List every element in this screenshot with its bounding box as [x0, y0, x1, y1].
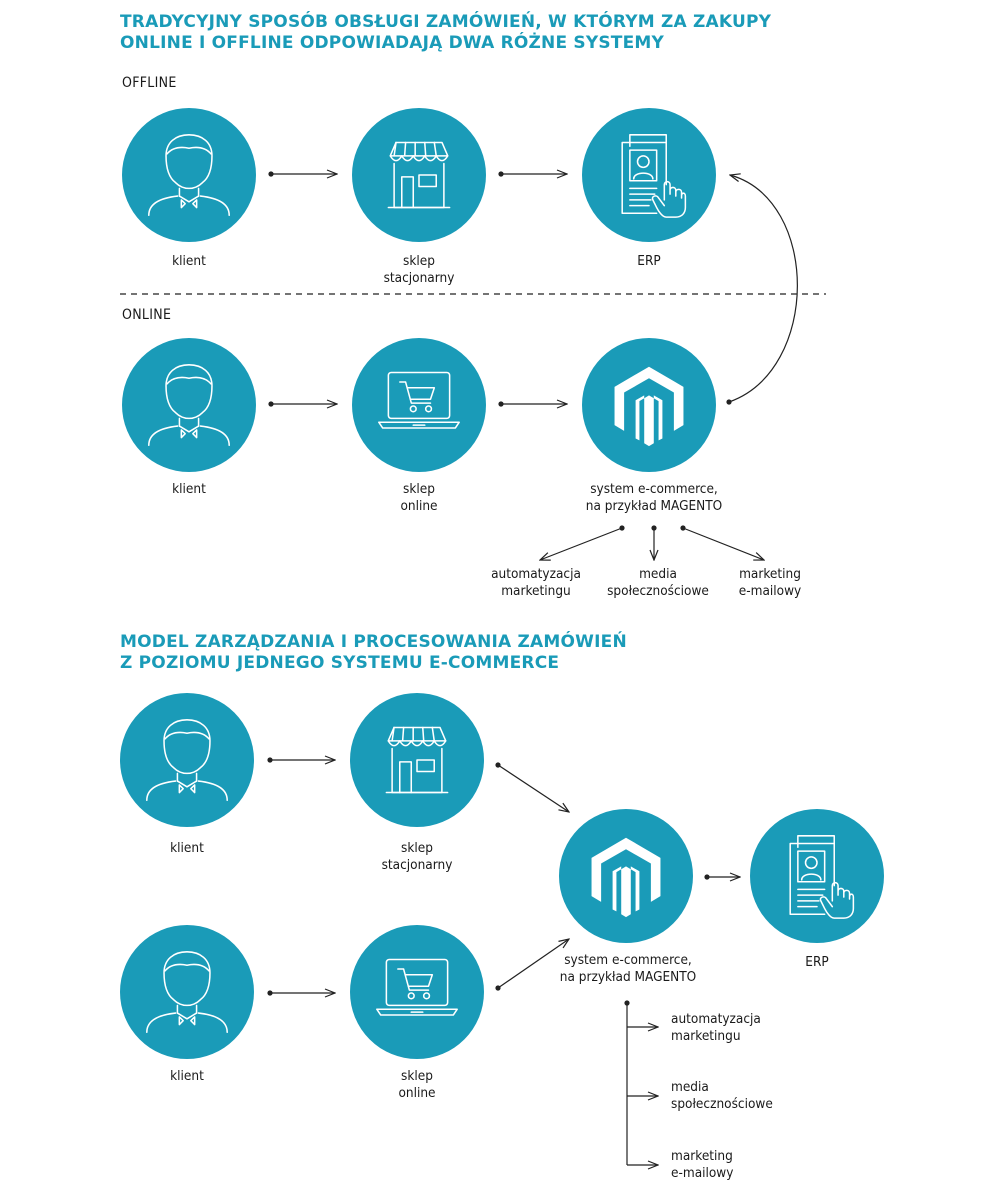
node-sklep-online — [352, 338, 486, 472]
node-sklep-stacjonarny-2 — [350, 693, 484, 827]
store-icon — [352, 108, 486, 242]
laptop-cart-icon — [352, 338, 486, 472]
arrow-magento-erp-curve — [729, 175, 798, 403]
node-sklep-stacjonarny-offline — [352, 108, 486, 242]
label-klient-offline: klient — [172, 253, 206, 269]
offline-label: OFFLINE — [122, 75, 177, 91]
node-erp-offline — [582, 108, 716, 242]
label-erp-2: ERP — [805, 954, 829, 970]
node-klient-offline — [122, 108, 256, 242]
laptop-cart-icon — [350, 925, 484, 1059]
node-klient-top — [120, 693, 254, 827]
node-sklep-online-2 — [350, 925, 484, 1059]
diagram1-title: TRADYCYJNY SPOSÓB OBSŁUGI ZAMÓWIEŃ, W KT… — [120, 12, 771, 54]
diagram2-title: MODEL ZARZĄDZANIA I PROCESOWANIA ZAMÓWIE… — [120, 632, 627, 674]
node-magento-hub — [559, 809, 693, 943]
node-klient-online — [122, 338, 256, 472]
arrow-to-automatyzacja-1 — [540, 527, 623, 560]
diagram1-title-line2: ONLINE I OFFLINE ODPOWIADAJĄ DWA RÓŻNE S… — [120, 33, 665, 53]
label-magento-hub: system e-commerce,na przykład MAGENTO — [559, 952, 697, 985]
node-erp-2 — [750, 809, 884, 943]
diagram1-title-line1: TRADYCYJNY SPOSÓB OBSŁUGI ZAMÓWIEŃ, W KT… — [120, 12, 772, 32]
label-klient-top: klient — [170, 840, 204, 856]
label-magento-online: system e-commerce,na przykład MAGENTO — [585, 481, 723, 514]
online-label: ONLINE — [122, 307, 172, 323]
arrow-to-marketing-1 — [682, 527, 764, 560]
store-icon — [350, 693, 484, 827]
arrow-sklep-online-magento-2 — [497, 939, 569, 989]
magento-logo-icon — [559, 809, 693, 943]
node-magento-online — [582, 338, 716, 472]
erp-document-icon — [750, 809, 884, 943]
person-icon — [120, 925, 254, 1059]
diagram2-title-line2: Z POZIOMU JEDNEGO SYSTEMU E-COMMERCE — [120, 653, 560, 673]
erp-document-icon — [582, 108, 716, 242]
person-icon — [122, 338, 256, 472]
arrow-sklep-stacjonarny-magento — [497, 764, 569, 812]
node-klient-bottom — [120, 925, 254, 1059]
label-klient-online: klient — [172, 481, 206, 497]
person-icon — [122, 108, 256, 242]
label-erp-offline: ERP — [637, 253, 661, 269]
label-klient-bottom: klient — [170, 1068, 204, 1084]
diagram2-title-line1: MODEL ZARZĄDZANIA I PROCESOWANIA ZAMÓWIE… — [120, 632, 627, 652]
magento-logo-icon — [582, 338, 716, 472]
person-icon — [120, 693, 254, 827]
